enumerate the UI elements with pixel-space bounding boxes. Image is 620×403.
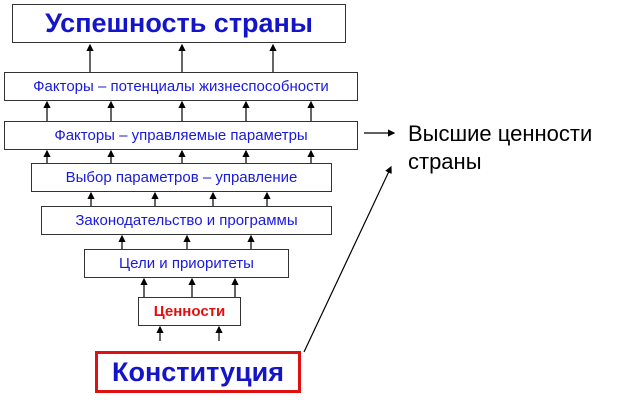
level-choice: Выбор параметров – управление <box>31 163 332 192</box>
level-choice-label: Выбор параметров – управление <box>65 169 298 186</box>
level-legislation: Законодательство и программы <box>41 206 332 235</box>
level-constitution: Конституция <box>95 351 301 393</box>
level-values: Ценности <box>138 297 241 326</box>
level-values-label: Ценности <box>153 303 226 320</box>
level-managed-label: Факторы – управляемые параметры <box>54 127 308 144</box>
level-potentials-label: Факторы – потенциалы жизнеспособности <box>33 78 329 95</box>
flow-arrows <box>43 43 396 353</box>
level-success-label: Успешность страны <box>45 8 313 38</box>
level-constitution-label: Конституция <box>112 356 284 387</box>
level-goals-label: Цели и приоритеты <box>119 255 254 272</box>
level-goals: Цели и приоритеты <box>84 249 289 278</box>
side-label: Высшие ценности страны <box>408 121 593 174</box>
level-managed: Факторы – управляемые параметры <box>4 121 358 150</box>
level-potentials: Факторы – потенциалы жизнеспособности <box>4 72 358 101</box>
level-legislation-label: Законодательство и программы <box>75 212 298 229</box>
level-success: Успешность страны <box>12 4 346 43</box>
